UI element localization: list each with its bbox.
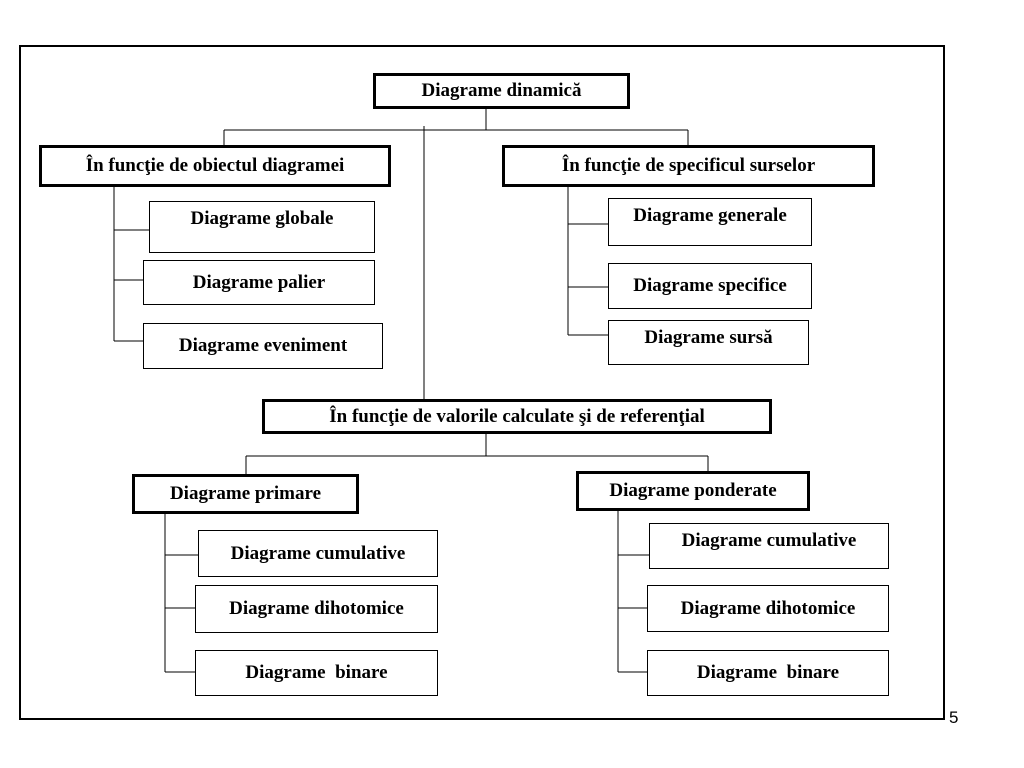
group-weighted-node: Diagrame ponderate — [576, 471, 810, 511]
primary-child-2: Diagrame dihotomice — [195, 585, 438, 633]
sources-child-2: Diagrame specifice — [608, 263, 812, 309]
group-object-node: În funcţie de obiectul diagramei — [39, 145, 391, 187]
object-child-3: Diagrame eveniment — [143, 323, 383, 369]
sources-child-1: Diagrame generale — [608, 198, 812, 246]
sources-child-3: Diagrame sursă — [608, 320, 809, 365]
weighted-child-2: Diagrame dihotomice — [647, 585, 889, 632]
group-values-node: În funcţie de valorile calculate şi de r… — [262, 399, 772, 434]
slide-frame — [19, 45, 945, 720]
weighted-child-1: Diagrame cumulative — [649, 523, 889, 569]
object-child-2: Diagrame palier — [143, 260, 375, 305]
primary-child-1: Diagrame cumulative — [198, 530, 438, 577]
group-primary-node: Diagrame primare — [132, 474, 359, 514]
group-sources-node: În funcţie de specificul surselor — [502, 145, 875, 187]
page-number: 5 — [949, 708, 959, 727]
object-child-1: Diagrame globale — [149, 201, 375, 253]
weighted-child-3: Diagrame binare — [647, 650, 889, 696]
primary-child-3: Diagrame binare — [195, 650, 438, 696]
root-node: Diagrame dinamică — [373, 73, 630, 109]
